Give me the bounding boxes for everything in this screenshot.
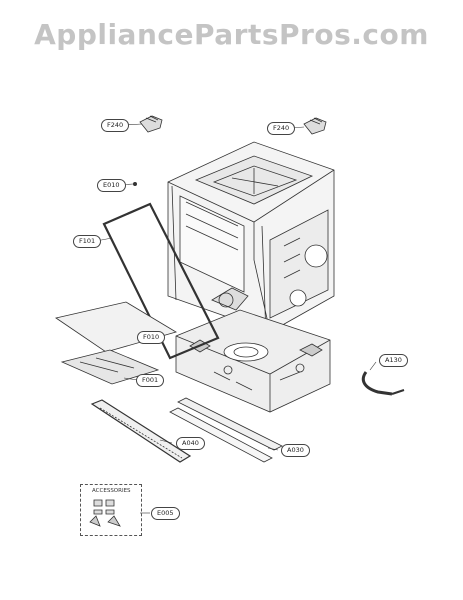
label-e010: E010 — [97, 179, 126, 192]
f240-clip-left — [139, 115, 163, 133]
f010-cover — [55, 301, 177, 353]
label-f101: F101 — [73, 235, 102, 248]
a030-panel — [169, 397, 283, 463]
e010-screw — [132, 181, 137, 186]
label-e005: E005 — [151, 507, 180, 520]
tub-assembly — [167, 141, 335, 337]
base-assembly — [175, 309, 331, 413]
watermark: AppliancePartsPros.com — [34, 18, 429, 51]
label-a040: A040 — [176, 437, 205, 450]
label-a130: A130 — [379, 354, 408, 367]
label-f010: F010 — [137, 331, 166, 344]
label-f240-left: F240 — [101, 119, 130, 132]
label-f001: F001 — [136, 374, 165, 387]
e005-accessories — [89, 499, 121, 527]
f101-gasket — [102, 202, 220, 360]
f240-clip-right — [303, 117, 327, 135]
accessories-title: ACCESSORIES — [92, 488, 131, 494]
a130-hose — [361, 371, 405, 396]
a040-kick-panel — [90, 399, 192, 463]
label-f240-right: F240 — [267, 122, 296, 135]
f001-vent — [60, 349, 160, 385]
label-a030: A030 — [281, 444, 310, 457]
accessories-box — [80, 484, 142, 536]
